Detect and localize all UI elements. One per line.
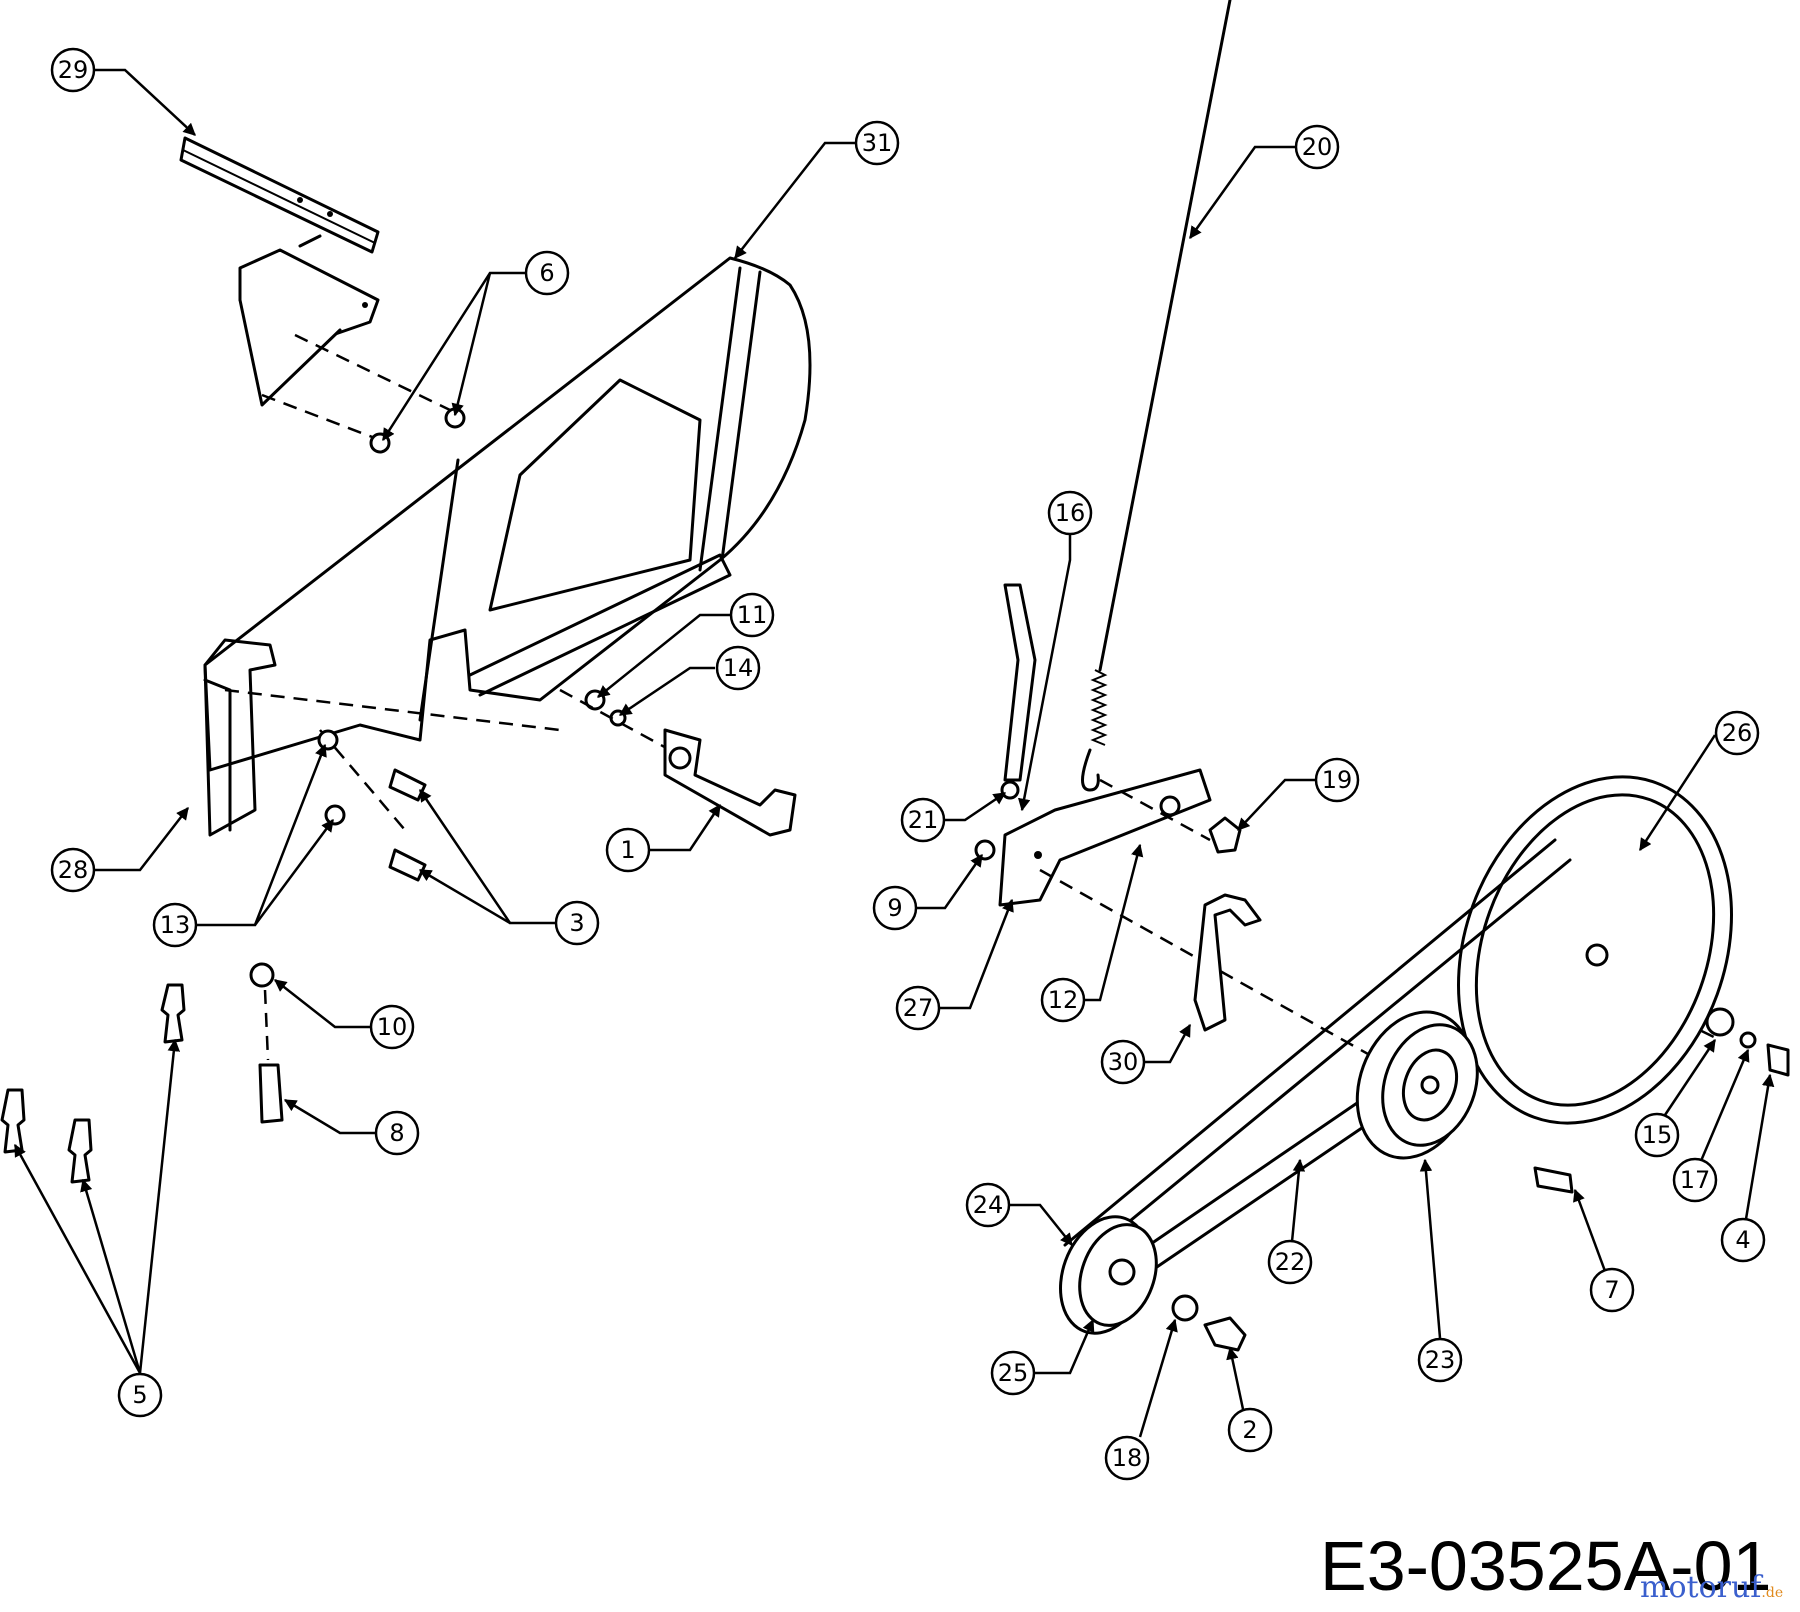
part-8-bolt — [258, 1063, 284, 1124]
dash-29 — [261, 393, 381, 442]
part-27-lever — [998, 768, 1212, 907]
svg-text:10: 10 — [377, 1013, 408, 1041]
part-20-cable — [1098, 0, 1232, 672]
svg-text:1: 1 — [620, 836, 635, 864]
svg-text:23: 23 — [1425, 1346, 1456, 1374]
part-15-washer — [1705, 1007, 1735, 1037]
svg-text:12: 12 — [1048, 986, 1079, 1014]
callout-3: 3 — [554, 900, 600, 946]
svg-text:25: 25 — [998, 1359, 1029, 1387]
svg-text:14: 14 — [723, 654, 754, 682]
callout-2: 2 — [1227, 1407, 1273, 1453]
part-1-bracket — [663, 728, 797, 837]
callout-26: 26 — [1714, 710, 1760, 756]
callout-12: 12 — [1040, 977, 1086, 1023]
dash-10 — [263, 989, 270, 1061]
svg-text:3: 3 — [569, 909, 584, 937]
callout-22: 22 — [1267, 1239, 1313, 1285]
svg-text:15: 15 — [1642, 1121, 1673, 1149]
svg-text:7: 7 — [1604, 1276, 1619, 1304]
part-30-bracket — [1193, 893, 1262, 1032]
callout-7: 7 — [1589, 1267, 1635, 1313]
callout-24: 24 — [965, 1182, 1011, 1228]
dash-19 — [1099, 778, 1211, 842]
part-10-nut — [249, 962, 275, 988]
svg-text:11: 11 — [737, 601, 768, 629]
callout-14: 14 — [715, 645, 761, 691]
callout-1: 1 — [605, 827, 651, 873]
callout-13: 13 — [152, 902, 198, 948]
svg-text:5: 5 — [132, 1381, 147, 1409]
svg-text:21: 21 — [908, 806, 939, 834]
svg-text:24: 24 — [973, 1191, 1004, 1219]
part-4-bolt — [1766, 1043, 1790, 1077]
dash-31 — [224, 688, 561, 732]
cable-spring — [1081, 669, 1108, 792]
part-24-25-pulley — [1059, 1215, 1158, 1335]
callout-11: 11 — [729, 592, 775, 638]
part-2-bolt — [1203, 1316, 1247, 1352]
callout-9: 9 — [872, 885, 918, 931]
callout-28: 28 — [50, 847, 96, 893]
part-13-washers — [317, 729, 346, 826]
callout-18: 18 — [1104, 1435, 1150, 1481]
svg-text:26: 26 — [1722, 719, 1753, 747]
part-5-studs — [0, 983, 186, 1184]
callout-6: 6 — [524, 250, 570, 296]
svg-text:19: 19 — [1322, 766, 1353, 794]
callout-17: 17 — [1672, 1157, 1718, 1203]
part-29-bracket — [179, 136, 380, 407]
svg-text:27: 27 — [903, 994, 934, 1022]
svg-text:30: 30 — [1108, 1048, 1139, 1076]
svg-text:2: 2 — [1242, 1416, 1257, 1444]
part-16-rod — [1003, 583, 1037, 782]
dash-11 — [559, 688, 671, 752]
callout-4: 4 — [1720, 1217, 1766, 1263]
svg-text:8: 8 — [389, 1119, 404, 1147]
callout-8: 8 — [374, 1110, 420, 1156]
svg-text:17: 17 — [1680, 1166, 1711, 1194]
svg-text:4: 4 — [1735, 1226, 1750, 1254]
part-6-nuts — [369, 407, 466, 454]
part-17-lockwasher — [1739, 1031, 1757, 1049]
callout-29: 29 — [50, 47, 96, 93]
drawing-code: E3-03525A-01 — [1320, 1527, 1771, 1605]
part-18-washer — [1171, 1294, 1199, 1322]
callout-15: 15 — [1634, 1112, 1680, 1158]
svg-text:20: 20 — [1302, 133, 1333, 161]
svg-text:29: 29 — [58, 56, 89, 84]
part-31-belt-cover — [203, 256, 812, 837]
part-7-bolt — [1533, 1166, 1574, 1194]
svg-text:22: 22 — [1275, 1248, 1306, 1276]
callout-30: 30 — [1100, 1039, 1146, 1085]
svg-text:13: 13 — [160, 911, 191, 939]
callout-25: 25 — [990, 1350, 1036, 1396]
callout-20: 20 — [1294, 124, 1340, 170]
callout-31: 31 — [854, 120, 900, 166]
callout-27: 27 — [895, 985, 941, 1031]
callout-21: 21 — [900, 797, 946, 843]
callout-5: 5 — [117, 1372, 163, 1418]
svg-text:31: 31 — [862, 129, 893, 157]
callout-19: 19 — [1314, 757, 1360, 803]
callout-23: 23 — [1417, 1337, 1463, 1383]
dash-29b — [294, 333, 451, 412]
part-21-bolt — [1000, 780, 1020, 800]
part-23-pulley — [1355, 1010, 1479, 1160]
callout-16: 16 — [1047, 490, 1093, 536]
svg-text:28: 28 — [58, 856, 89, 884]
svg-text:18: 18 — [1112, 1444, 1143, 1472]
part-9-nut — [974, 839, 996, 861]
svg-text:6: 6 — [539, 259, 554, 287]
part-19-nut — [1208, 816, 1242, 854]
callout-10: 10 — [369, 1004, 415, 1050]
part-3-bolts — [388, 768, 427, 882]
svg-text:9: 9 — [887, 894, 902, 922]
watermark-logo: motoruf.de — [1640, 1570, 1783, 1605]
svg-text:16: 16 — [1055, 499, 1086, 527]
